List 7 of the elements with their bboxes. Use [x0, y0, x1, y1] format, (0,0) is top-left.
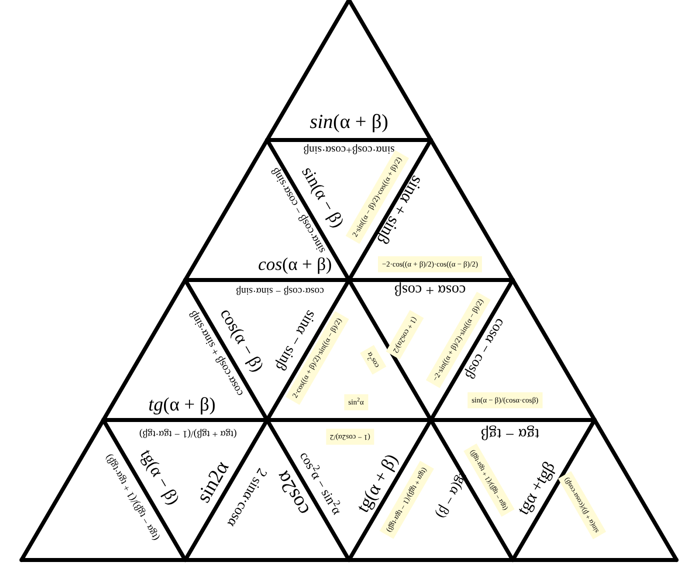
- formula-text: cos(α + β): [258, 255, 332, 273]
- formula-text: sin(α + β): [310, 112, 388, 132]
- formula-text: (tgα + tgβ)/(1 − tgα·tgβ): [139, 428, 237, 438]
- formula-text: tg(α + β): [148, 396, 216, 414]
- formula-text: tgα − tgβ: [480, 425, 540, 441]
- formula-text: cosα·cosβ − sinα·sinβ: [236, 285, 324, 295]
- formula-text: tgα +tgβ: [514, 458, 558, 518]
